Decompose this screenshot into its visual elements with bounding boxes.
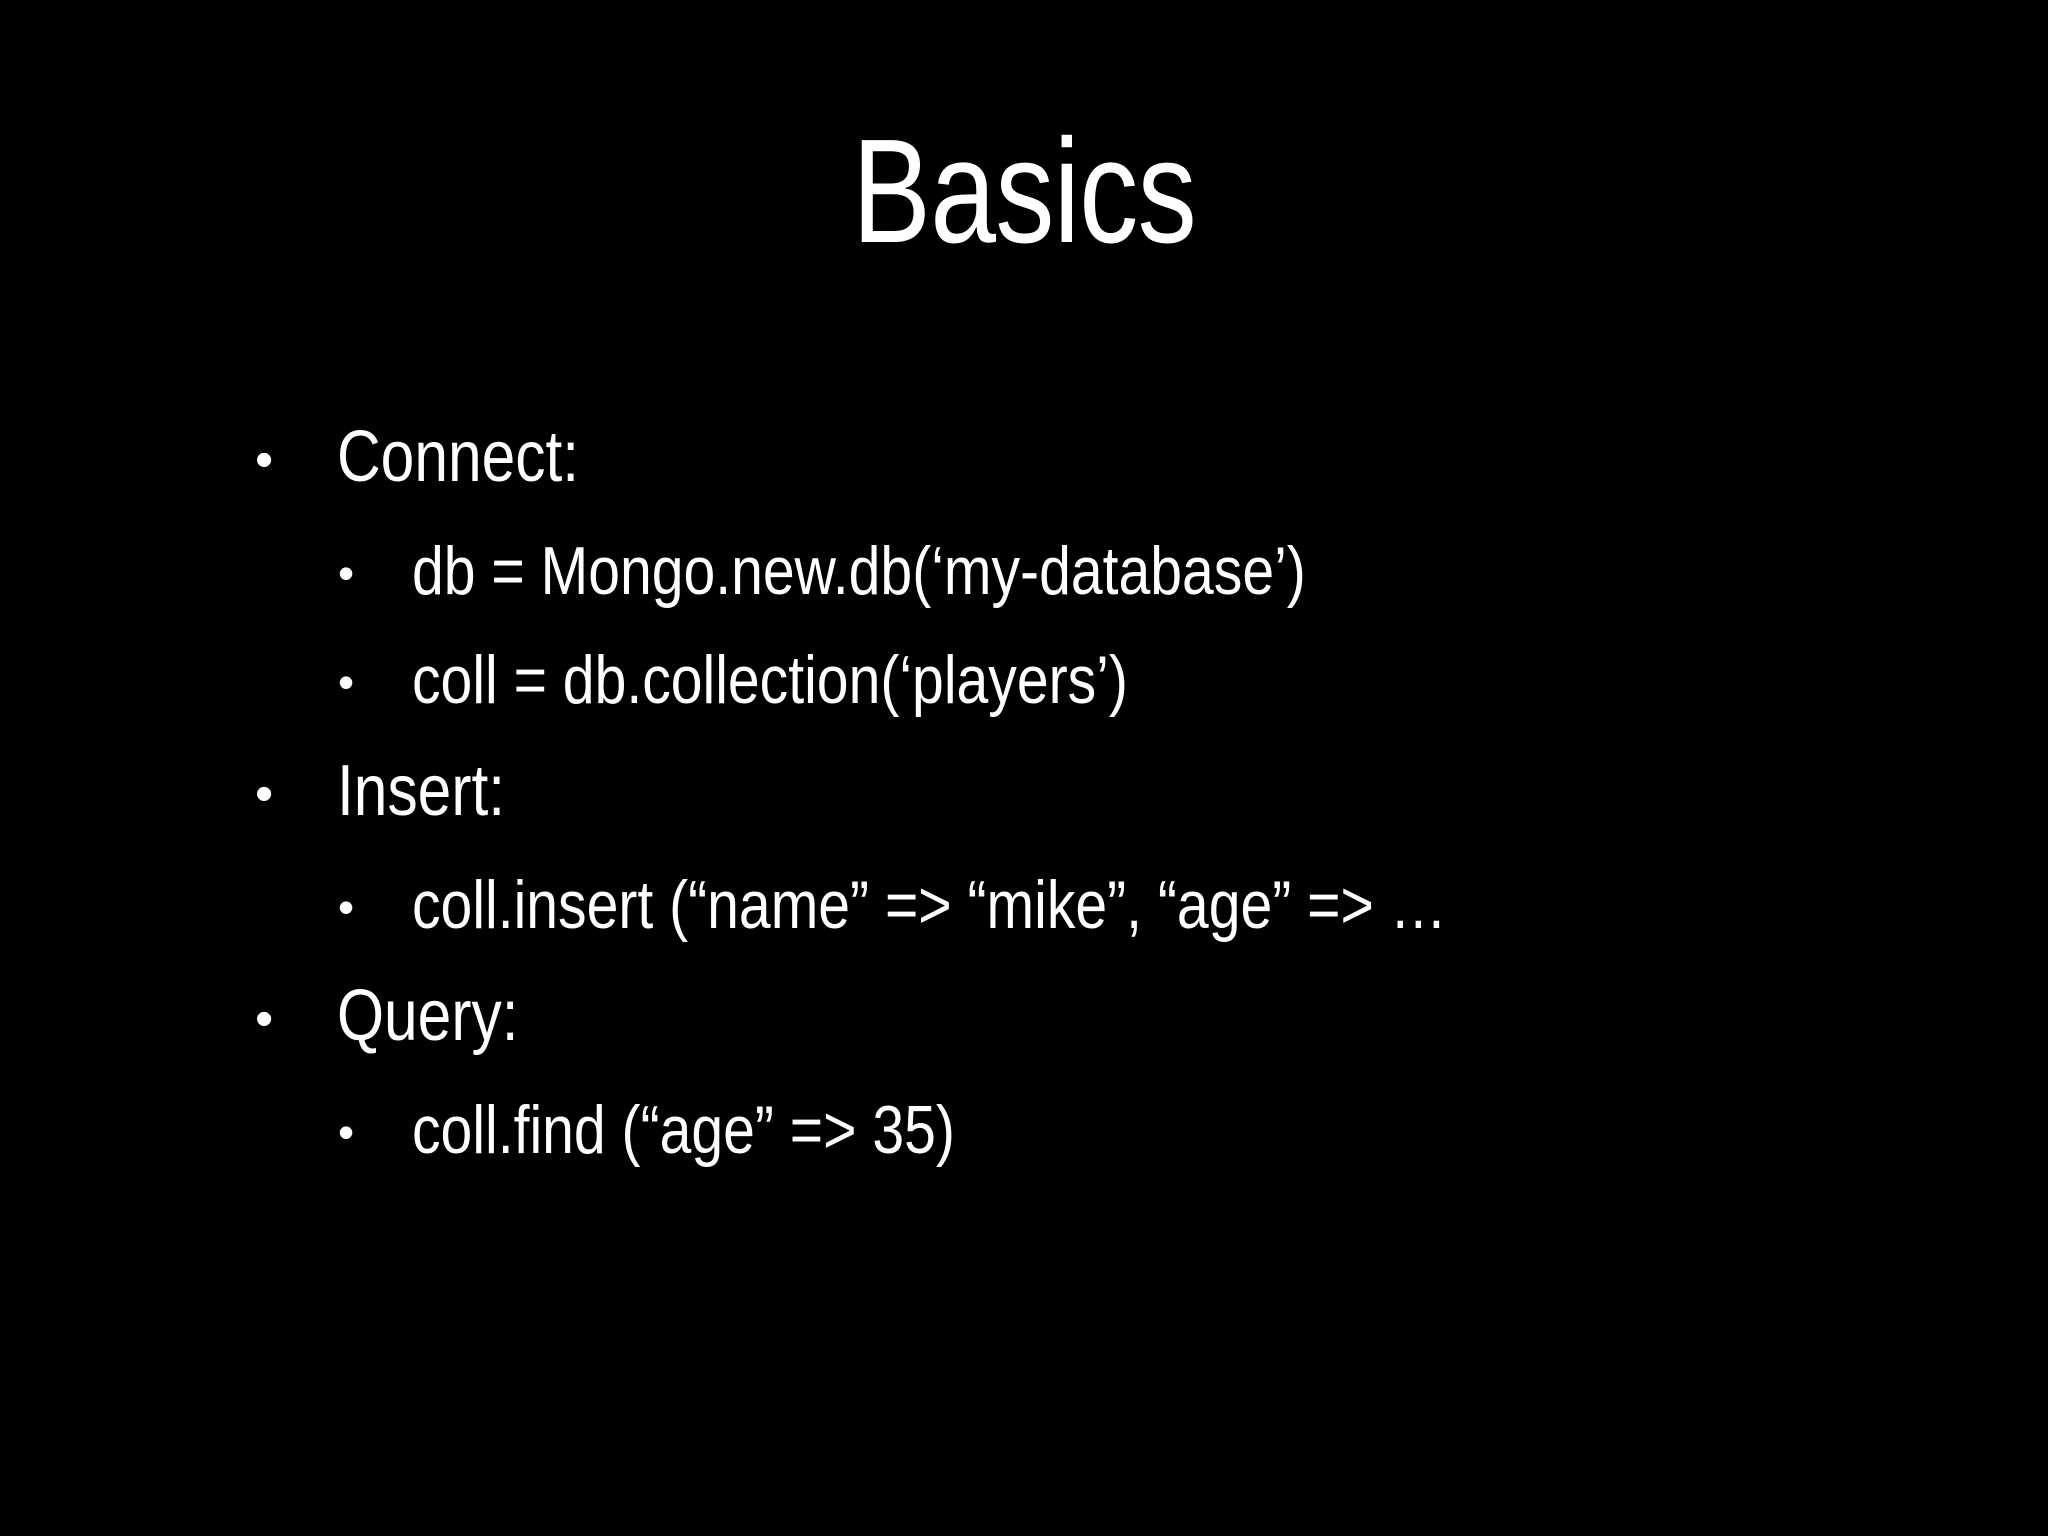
bullet-item-db-assign: • db = Mongo.new.db(‘my-database’) <box>0 532 2048 609</box>
bullet-item-connect: • Connect: <box>0 417 2048 497</box>
bullet-point-icon: • <box>338 880 355 933</box>
bullet-label: coll.insert (“name” => “mike”, “age” => … <box>412 866 1447 943</box>
bullet-point-icon: • <box>255 990 274 1049</box>
bullet-label: coll.find (“age” => 35) <box>412 1091 955 1168</box>
slide-title: Basics <box>852 109 1197 274</box>
bullet-item-insert: • Insert: <box>0 754 2048 830</box>
slide-body-bullet-list: • Connect: • db = Mongo.new.db(‘my-datab… <box>0 417 2048 1204</box>
bullet-label: Query: <box>337 976 519 1057</box>
bullet-label: db = Mongo.new.db(‘my-database’) <box>412 532 1306 609</box>
bullet-point-icon: • <box>338 655 355 708</box>
bullet-label: Connect: <box>337 417 580 497</box>
bullet-point-icon: • <box>338 546 355 599</box>
bullet-label: coll = db.collection(‘players’) <box>412 641 1128 718</box>
bullet-point-icon: • <box>255 431 274 489</box>
bullet-item-coll-assign: • coll = db.collection(‘players’) <box>0 641 2048 718</box>
bullet-label: Insert: <box>337 751 506 832</box>
bullet-point-icon: • <box>255 765 274 824</box>
bullet-item-query: • Query: <box>0 979 2048 1055</box>
bullet-point-icon: • <box>338 1105 355 1158</box>
bullet-item-coll-insert: • coll.insert (“name” => “mike”, “age” =… <box>0 866 2048 943</box>
bullet-item-coll-find: • coll.find (“age” => 35) <box>0 1091 2048 1168</box>
